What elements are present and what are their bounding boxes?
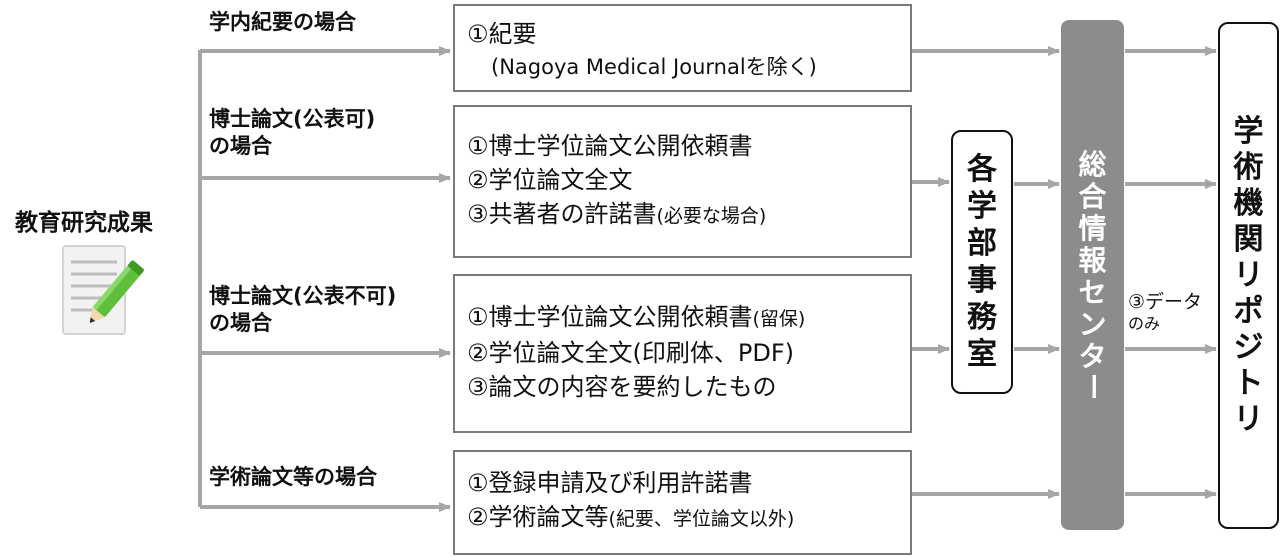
doc-item: ②学術論文等(紀要、学位論文以外): [467, 503, 795, 531]
doc-item: ①登録申請及び利用許諾書: [467, 469, 753, 497]
vertical-char: 学: [1233, 113, 1264, 149]
case-title-gakujutsu: 学術論文等の場合: [209, 465, 377, 489]
doc-item: ①博士学位論文公開依頼書: [467, 132, 753, 160]
vertical-char: 術: [1233, 149, 1264, 185]
repository-box: 学術機関リポジトリ学術機関リポジトリ: [1218, 22, 1279, 529]
doc-item: ③共著者の許諾書(必要な場合): [467, 200, 767, 228]
vertical-char: ポ: [1233, 293, 1264, 329]
vertical-char: ン: [1078, 308, 1107, 341]
doc-item-note: (Nagoya Medical Journalを除く): [491, 55, 817, 79]
docs-box-gakujutsu: ①登録申請及び利用許諾書 ②学術論文等(紀要、学位論文以外): [453, 450, 912, 555]
docs-box-hakase-hikouhyou: ①博士学位論文公開依頼書(留保) ②学位論文全文(印刷体、PDF) ③論文の内容…: [453, 274, 912, 433]
doc-item: ③論文の内容を要約したもの: [467, 373, 777, 401]
research-results-label: 教育研究成果: [15, 210, 153, 236]
vertical-char: ジ: [1233, 329, 1264, 365]
data-only-note: ③データ のみ: [1128, 291, 1203, 333]
vertical-char: 室: [967, 337, 997, 372]
vertical-char: 務: [967, 300, 997, 335]
vertical-char: ー: [1076, 373, 1110, 401]
docs-box-kiyo: ①紀要 (Nagoya Medical Journalを除く): [453, 4, 912, 92]
vertical-char: 学: [967, 189, 997, 224]
vertical-char: タ: [1078, 340, 1107, 373]
vertical-char: 部: [967, 226, 997, 261]
vertical-char: セ: [1078, 276, 1107, 309]
doc-item: ②学位論文全文(印刷体、PDF): [467, 339, 794, 367]
case-title-hakase-hikouhyou: 博士論文(公表不可) の場合: [209, 284, 397, 335]
vertical-char: リ: [1233, 401, 1264, 437]
case-title-hakase-kouhyou: 博士論文(公表可) の場合: [209, 107, 376, 158]
doc-item: ①博士学位論文公開依頼書(留保): [467, 303, 806, 331]
doc-item: ①紀要: [467, 20, 537, 48]
case-title-kiyo: 学内紀要の場合: [209, 10, 356, 34]
vertical-char: 総: [1078, 148, 1107, 181]
vertical-char: 情: [1078, 212, 1107, 245]
vertical-char: 各: [967, 152, 997, 187]
info-center-box: 総合情報センター総合情報センター: [1061, 20, 1124, 530]
docs-box-hakase-kouhyou: ①博士学位論文公開依頼書 ②学位論文全文 ③共著者の許諾書(必要な場合): [453, 105, 912, 258]
vertical-char: 機: [1233, 185, 1264, 221]
note-pencil-icon: [62, 245, 144, 335]
vertical-char: リ: [1233, 257, 1264, 293]
vertical-char: 事: [967, 263, 997, 298]
doc-item: ②学位論文全文: [467, 166, 633, 194]
vertical-char: 合: [1078, 180, 1107, 213]
vertical-char: 関: [1233, 221, 1264, 257]
vertical-char: ト: [1233, 365, 1264, 401]
vertical-char: 報: [1078, 244, 1107, 277]
faculty-office-box: 各学部事務室各学部事務室: [951, 130, 1013, 394]
